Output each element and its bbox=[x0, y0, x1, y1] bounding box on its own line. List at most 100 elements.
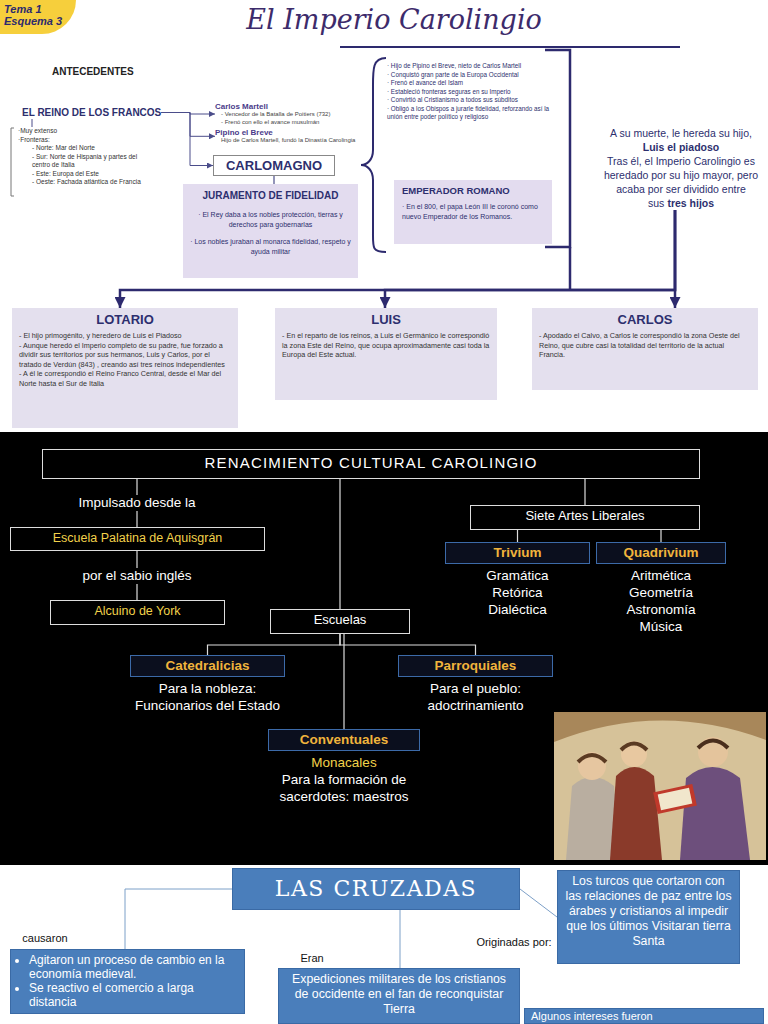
node-text: A su muerte, le hereda su hijo, bbox=[598, 126, 764, 140]
process-box: CARLOMAGNO bbox=[213, 155, 335, 176]
node-text: · Los nobles juraban al monarca fidelida… bbox=[189, 237, 352, 257]
top-rule bbox=[340, 46, 680, 48]
process-box: Escuela Palatina de Aquisgrán bbox=[10, 527, 265, 551]
node-text: Catedralicias bbox=[130, 655, 285, 677]
node-text: Aritmética bbox=[596, 567, 726, 584]
node-text: RENACIMIENTO CULTURAL CAROLINGIO bbox=[43, 450, 699, 476]
node-text: Geometría bbox=[596, 584, 726, 601]
monk-robe bbox=[610, 767, 662, 860]
node-text: LAS CRUZADAS bbox=[233, 869, 519, 909]
red-book bbox=[653, 784, 697, 814]
node-text: Para la nobleza: Funcionarios del Estado bbox=[130, 680, 285, 714]
node-text: Pipino el Breve bbox=[215, 128, 365, 137]
node-text: EL REINO DE LOS FRANCOS bbox=[22, 106, 161, 119]
node-text: Hijo de Carlos Martell, fundó la Dinastí… bbox=[215, 137, 365, 145]
node-text: tres hijos bbox=[667, 197, 714, 209]
node-text: Retórica bbox=[445, 584, 590, 601]
node-text: · Estableció fronteras seguras en su Imp… bbox=[387, 88, 556, 97]
top-ground bbox=[0, 0, 768, 432]
illustration-ground bbox=[554, 712, 766, 860]
node-text: Alcuino de York bbox=[51, 601, 224, 621]
node-text: Trivium bbox=[445, 542, 590, 564]
monk-head bbox=[578, 752, 606, 780]
heading-node: EL REINO DE LOS FRANCOS bbox=[22, 106, 161, 119]
node-text: - Vencedor de la Batalla de Poitiers (73… bbox=[215, 111, 365, 119]
node-text: Parroquiales bbox=[398, 655, 553, 677]
node-text: - El hijo primogénito, y heredero de Lui… bbox=[19, 331, 231, 341]
node-text: · El Rey daba a los nobles protección, t… bbox=[189, 210, 352, 230]
node-text: - A él le correspondió el Reino Franco C… bbox=[19, 369, 231, 388]
category-box: ConventualesMonacalesPara la formación d… bbox=[268, 729, 420, 805]
node-text: Carlos Martell bbox=[215, 102, 365, 111]
corner-badge: Tema 1 Esquema 3 bbox=[0, 0, 76, 34]
connector bbox=[584, 479, 585, 505]
title-box: LAS CRUZADAS bbox=[232, 868, 520, 910]
monks-illustration bbox=[554, 712, 766, 860]
node-text: CARLOS bbox=[539, 311, 751, 328]
edge-label: Eran bbox=[298, 952, 325, 965]
connector bbox=[660, 530, 661, 542]
connector bbox=[208, 634, 341, 655]
monk-head bbox=[621, 741, 647, 767]
bottom-ground bbox=[0, 865, 768, 1024]
node-text: Música bbox=[596, 618, 726, 635]
edge-label: Originadas por: bbox=[474, 936, 553, 949]
note-list: Carlos Martell- Vencedor de la Batalla d… bbox=[215, 102, 365, 126]
connector bbox=[400, 910, 401, 968]
edge-label: por el sabio inglés bbox=[79, 568, 196, 584]
process-box: Escuelas bbox=[270, 609, 410, 634]
category-box: TriviumGramáticaRetóricaDialéctica bbox=[445, 542, 590, 618]
node-text: LUIS bbox=[282, 311, 490, 328]
node-text: Algunos intereses fueron bbox=[531, 1009, 757, 1023]
node-text: Conventuales bbox=[268, 729, 420, 751]
book-page bbox=[658, 788, 693, 810]
info-box: Expediciones militares de los cristianos… bbox=[278, 968, 520, 1024]
process-box: Alcuino de York bbox=[50, 600, 225, 625]
node-text: - Este: Europa del Este bbox=[18, 170, 150, 179]
node-text: JURAMENTO DE FIDELIDAD bbox=[189, 189, 352, 202]
node-text: Los turcos que cortaron con las relacion… bbox=[564, 874, 733, 949]
node-text: · En el 800, el papa León III le coronó … bbox=[402, 202, 544, 222]
connector bbox=[125, 889, 232, 949]
category-box: ParroquialesPara el pueblo: adoctrinamie… bbox=[398, 655, 553, 714]
monk-head bbox=[698, 737, 728, 767]
connector bbox=[674, 210, 677, 308]
connector bbox=[32, 119, 33, 127]
monk-tonsure bbox=[578, 755, 606, 762]
node-text: · Frenó el avance del Islam bbox=[387, 79, 556, 88]
note-text: A su muerte, le hereda su hijo,Luis el p… bbox=[598, 126, 764, 210]
node-text: Luis el piadoso bbox=[598, 140, 764, 154]
node-text: Escuelas bbox=[271, 610, 409, 630]
note-list: · Hijo de Pipino el Breve, nieto de Carl… bbox=[387, 62, 556, 122]
connector bbox=[161, 113, 213, 166]
node-text: EMPERADOR ROMANO bbox=[402, 185, 544, 197]
node-text: · Hijo de Pipino el Breve, nieto de Carl… bbox=[387, 62, 556, 71]
node-text: Para el pueblo: adoctrinamiento bbox=[398, 680, 553, 714]
node-text: · Convirtió al Cristianismo a todos sus … bbox=[387, 96, 556, 105]
note-list: ·Muy extenso·Fronteras:- Norte: Mar del … bbox=[18, 127, 150, 187]
node-text: - En el reparto de los reinos, a Luis el… bbox=[282, 331, 490, 360]
connector bbox=[273, 176, 274, 184]
monk-tonsure bbox=[621, 744, 647, 751]
info-box: Agitaron un proceso de cambio en la econ… bbox=[10, 949, 245, 1014]
title-box: RENACIMIENTO CULTURAL CAROLINGIO bbox=[42, 449, 700, 479]
node-text: Monacales bbox=[268, 754, 420, 771]
section-label: ANTECEDENTES bbox=[52, 66, 134, 78]
node-text: ·Fronteras: bbox=[18, 136, 150, 145]
node-text: Para la formación de sacerdotes: maestro… bbox=[268, 771, 420, 805]
node-text: - Aunque heredó el Imperio completo de s… bbox=[19, 341, 231, 370]
connector bbox=[517, 530, 518, 542]
info-box: JURAMENTO DE FIDELIDAD · El Rey daba a lo… bbox=[183, 184, 358, 278]
node-text: · Obligó a los Obispos a jurarle fidelid… bbox=[387, 105, 556, 122]
connector bbox=[339, 479, 340, 609]
node-text: Gramática bbox=[445, 567, 590, 584]
middle-ground bbox=[0, 432, 768, 865]
info-box: CARLOS - Apodado el Calvo, a Carlos le co… bbox=[532, 308, 758, 390]
list-bracket bbox=[11, 128, 14, 196]
diagram-title: El Imperio Carolingio bbox=[184, 3, 604, 37]
info-box: LOTARIO- El hijo primogénito, y heredero… bbox=[12, 308, 238, 428]
info-box: Los turcos que cortaron con las relacion… bbox=[557, 870, 740, 964]
note-list: Pipino el BreveHijo de Carlos Martell, f… bbox=[215, 128, 365, 145]
node-text: - Apodado el Calvo, a Carlos le correspo… bbox=[539, 331, 751, 360]
